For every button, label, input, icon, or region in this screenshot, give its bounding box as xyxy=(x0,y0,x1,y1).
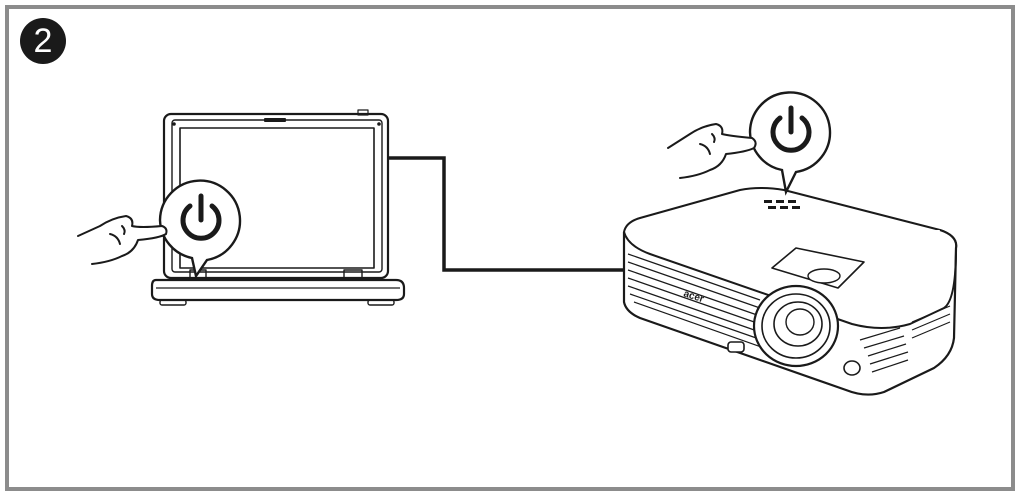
projector-ir-sensor xyxy=(843,360,861,376)
projector xyxy=(622,187,958,396)
laptop-base xyxy=(150,278,406,302)
video-cable xyxy=(388,156,640,272)
projector-power-callout xyxy=(748,91,832,196)
projector-foot xyxy=(727,341,745,353)
projector-control-panel xyxy=(764,200,800,209)
power-icon xyxy=(770,105,812,153)
diagram-frame xyxy=(5,5,1015,491)
power-icon xyxy=(180,193,222,241)
step-number-badge: 2 xyxy=(20,18,66,64)
laptop-power-callout xyxy=(158,179,242,279)
pointing-hand-icon xyxy=(77,215,168,265)
projector-lens xyxy=(752,284,840,368)
pointing-hand-icon xyxy=(667,123,757,179)
